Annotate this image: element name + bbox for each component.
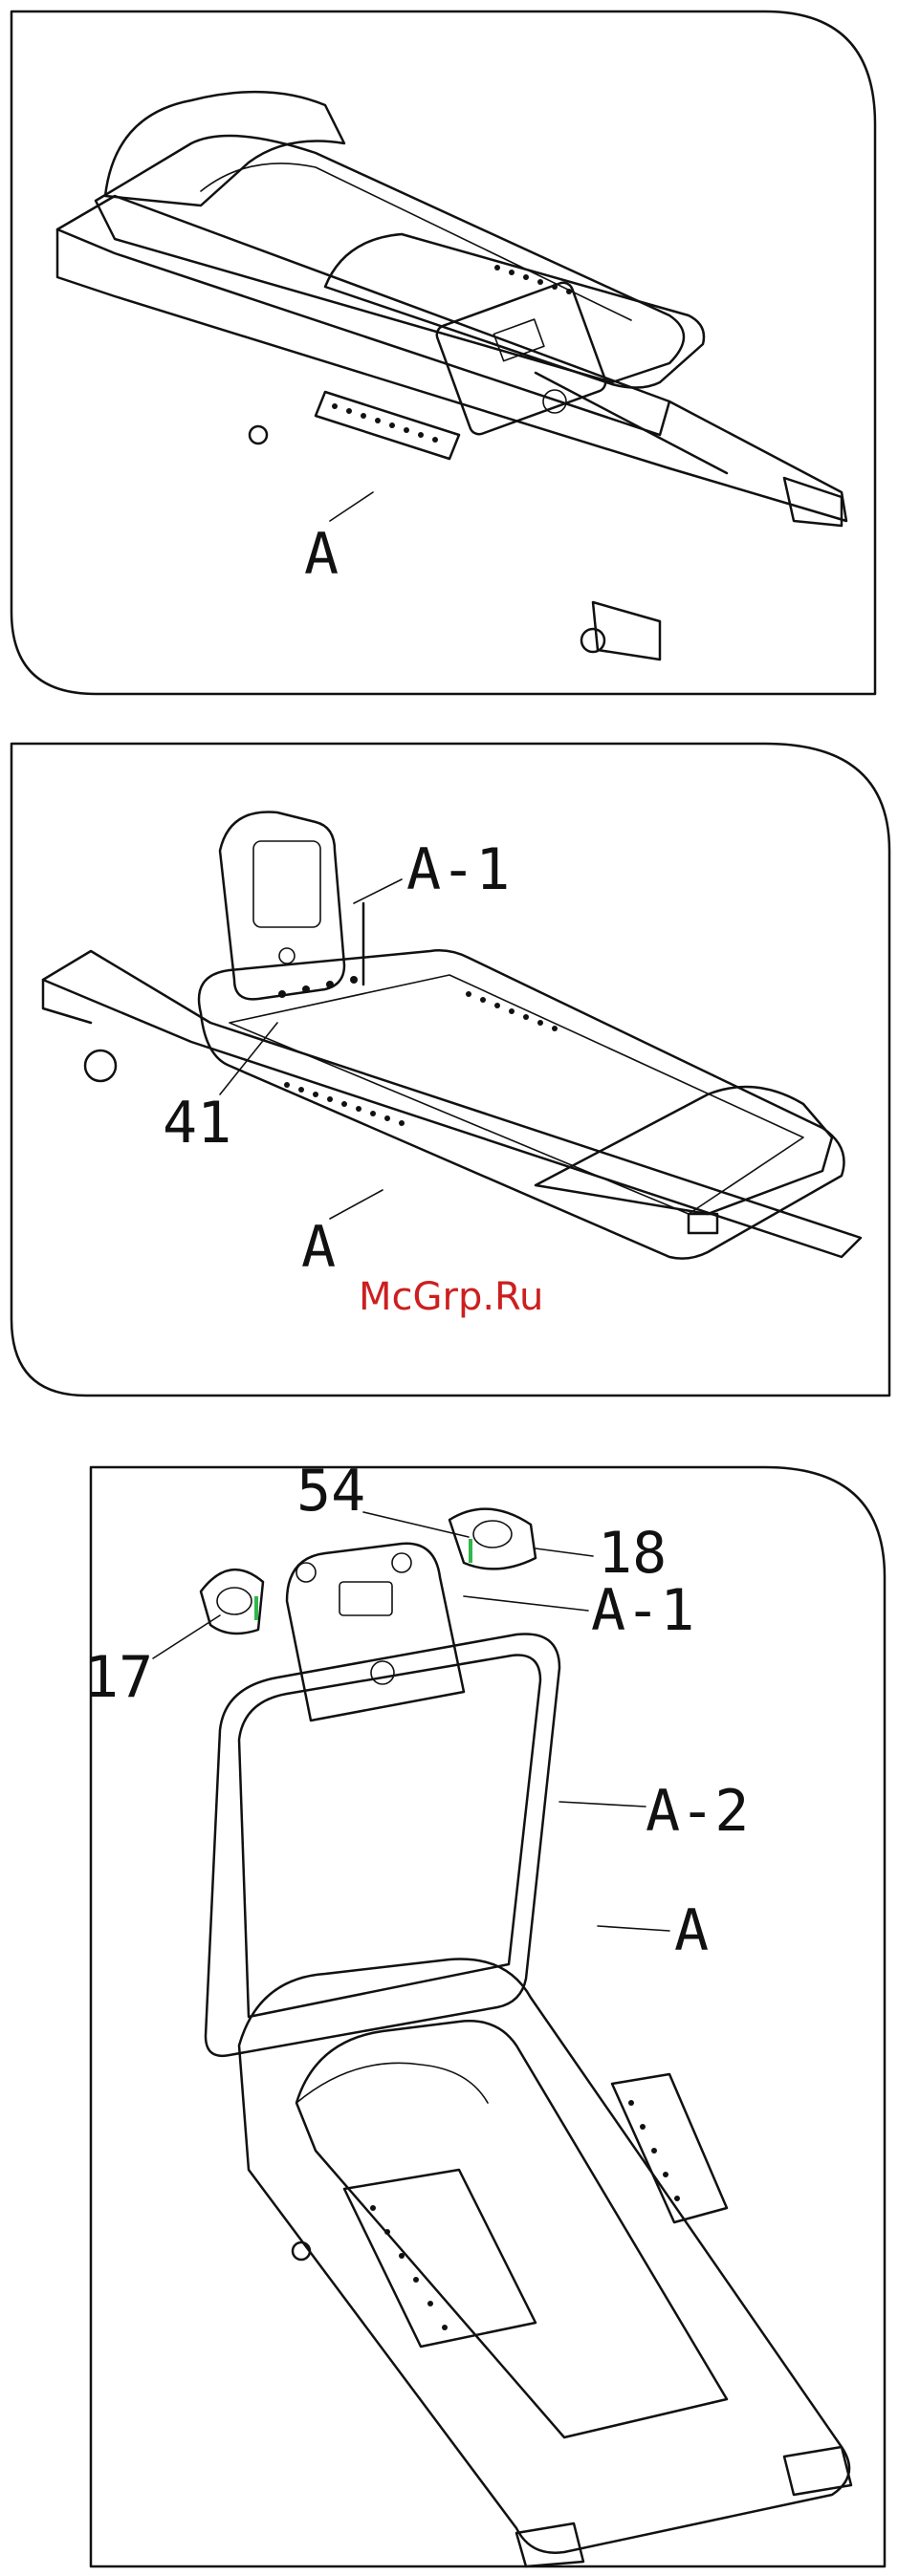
callout-label-A-1: A-1	[406, 836, 510, 903]
panel-2-console-installation: A-1 41 A McGrp.Ru	[0, 736, 898, 1415]
callout-label-A: A	[674, 1897, 709, 1964]
callout-label-A: A	[304, 521, 339, 588]
watermark-text: McGrp.Ru	[359, 1275, 543, 1319]
callout-label-54: 54	[296, 1458, 365, 1525]
panel-border	[91, 1467, 885, 2566]
panel-1-folded-treadmill: A	[0, 0, 898, 707]
callout-label-A-1: A-1	[591, 1577, 694, 1644]
callout-label-A-2: A-2	[646, 1778, 749, 1845]
panel-3-assembled-treadmill: 54 18 A-1 17 A-2 A	[0, 1443, 898, 2571]
treadmill-assembled-illustration: 54 18 A-1 17 A-2 A	[0, 1443, 898, 2571]
callout-label-A: A	[301, 1214, 336, 1281]
treadmill-console-folded-illustration: A-1 41 A McGrp.Ru	[0, 736, 898, 1415]
treadmill-folded-illustration: A	[0, 0, 898, 707]
callout-label-41: 41	[163, 1090, 231, 1157]
callout-label-17: 17	[84, 1644, 153, 1711]
